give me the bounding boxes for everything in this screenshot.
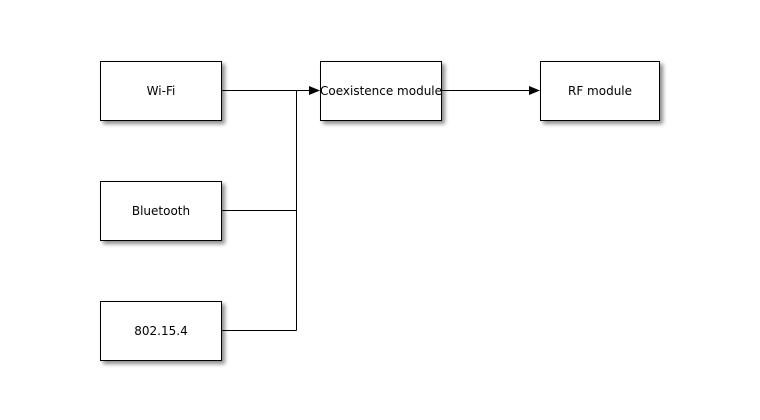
node-coexistence-module-label: Coexistence module [319,84,443,98]
node-bluetooth: Bluetooth [100,181,222,241]
node-rf-module: RF module [540,61,660,121]
node-rf-module-label: RF module [567,84,633,98]
node-802-15-4: 802.15.4 [100,301,222,361]
node-coexistence-module: Coexistence module [320,61,442,121]
arrowhead-into-rf [529,86,540,95]
node-802-15-4-label: 802.15.4 [134,324,188,338]
node-wifi-label: Wi-Fi [146,84,176,98]
node-wifi: Wi-Fi [100,61,222,121]
arrowhead-into-coexistence [309,86,320,95]
node-bluetooth-label: Bluetooth [131,204,191,218]
